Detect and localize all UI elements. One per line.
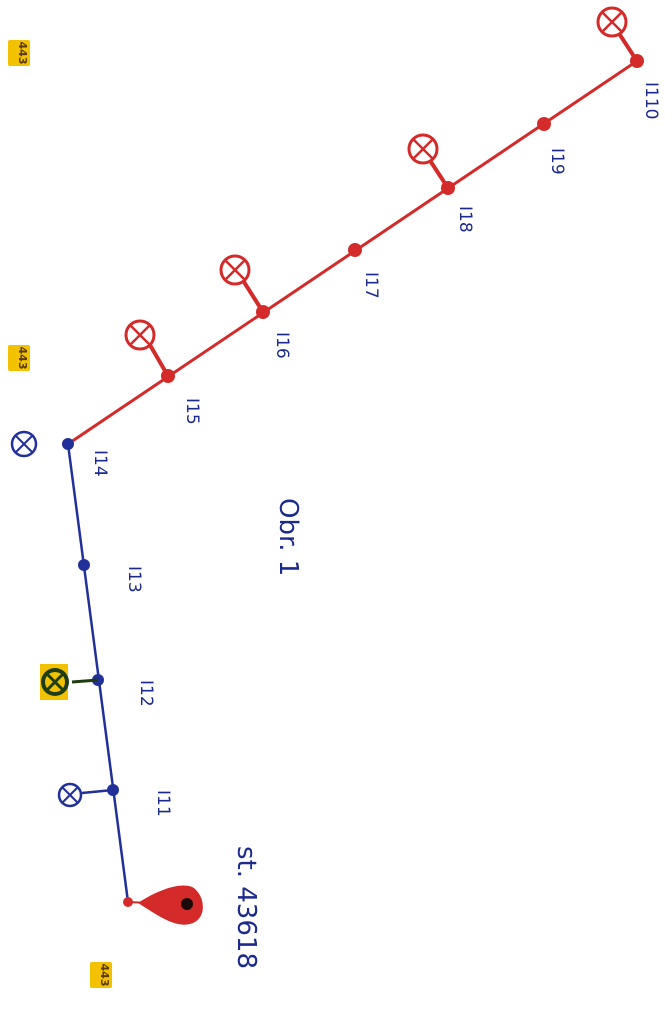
pole-label-i19: I19 bbox=[547, 148, 567, 175]
pole-label-i13: I13 bbox=[124, 566, 144, 593]
svg-text:443: 443 bbox=[16, 42, 29, 65]
pole-dot-i14 bbox=[62, 438, 74, 450]
crossed-circle-lamp-icon bbox=[57, 782, 114, 808]
crossed-circle-lamp-icon bbox=[407, 133, 450, 190]
pole-dot-i19 bbox=[537, 117, 551, 131]
pole-label-i12: I12 bbox=[136, 680, 156, 707]
tag-443-bottom: 443 bbox=[90, 962, 112, 988]
crossed-circle-lamp-icon bbox=[124, 319, 170, 378]
figure-caption: Obr. 1 bbox=[273, 498, 303, 576]
pole-dot-i17 bbox=[348, 243, 362, 257]
yellow-crossed-lamp-icon bbox=[40, 664, 99, 700]
crossed-circle-lamp-icon bbox=[219, 254, 265, 314]
crossed-circle-lamp-icon bbox=[596, 6, 639, 63]
svg-text:443: 443 bbox=[98, 964, 111, 987]
pole-label-i11: I11 bbox=[153, 790, 173, 817]
pole-label-i110: I110 bbox=[641, 82, 661, 119]
pole-dot-i13 bbox=[78, 559, 90, 571]
pole-label-i16: I16 bbox=[272, 332, 292, 359]
pole-label-i15: I15 bbox=[182, 398, 202, 425]
pole-label-i17: I17 bbox=[361, 272, 381, 299]
blue-cable-line bbox=[66, 443, 130, 903]
tag-443-middle: 443 bbox=[8, 345, 30, 371]
map-pin-icon bbox=[123, 885, 203, 925]
pole-label-i14: I14 bbox=[90, 450, 110, 477]
crossed-circle-lamp-icon bbox=[10, 430, 38, 458]
tag-443-top: 443 bbox=[8, 40, 30, 66]
pole-label-i18: I18 bbox=[455, 206, 475, 233]
station-label: st. 43618 bbox=[231, 846, 261, 969]
svg-text:443: 443 bbox=[16, 347, 29, 370]
